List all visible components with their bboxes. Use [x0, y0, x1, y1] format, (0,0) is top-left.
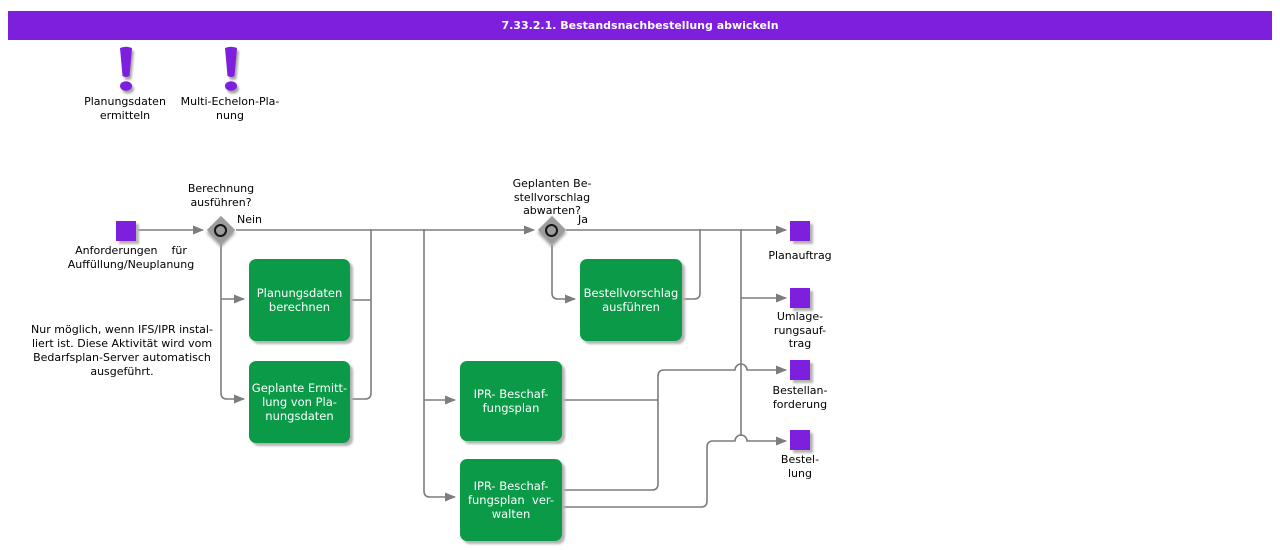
note-text: Nur möglich, wenn IFS/IPR instal- liert … — [31, 323, 213, 378]
output-label-planauftrag: Planauftrag — [768, 249, 832, 262]
activity-geplante-ermittlung[interactable]: Geplante Ermitt- lung von Pla- nungsdate… — [249, 361, 350, 443]
legend-label-multi-echelon-planung[interactable]: Multi-Echelon-Pla- nung — [180, 95, 280, 122]
decision2-question: Geplanten Be- stellvorschlag abwarten? — [512, 177, 592, 217]
gateway-circle-icon — [214, 224, 227, 237]
decision1-question: Berechnung ausführen? — [187, 182, 255, 209]
output-event-bestellung[interactable] — [790, 430, 810, 450]
output-label-bestellanforderung: Bestellan- forderung — [772, 384, 828, 411]
start-event-square[interactable] — [116, 221, 136, 241]
output-event-bestellanforderung[interactable] — [790, 360, 810, 380]
exclamation-icon[interactable] — [111, 45, 141, 95]
output-label-umlagerungsauftrag: Umlage- rungsauf- trag — [773, 310, 827, 350]
output-label-bestellung: Bestel- lung — [780, 453, 820, 480]
decision2-branch-label: Ja — [578, 213, 588, 226]
output-event-planauftrag[interactable] — [790, 221, 810, 241]
flow-arrows — [136, 225, 787, 508]
activity-ipr-beschaffungsplan[interactable]: IPR- Beschaf- fungsplan — [460, 361, 562, 441]
start-event-label: Anforderungen für Auffüllung/Neuplanung — [67, 244, 195, 271]
activity-ipr-beschaffungsplan-verwalten[interactable]: IPR- Beschaf- fungsplan ver- walten — [460, 459, 562, 541]
activity-planungsdaten-berechnen[interactable]: Planungsdaten berechnen — [249, 259, 350, 341]
gateway-circle-icon — [545, 224, 558, 237]
decision1-branch-label: Nein — [237, 213, 263, 226]
exclamation-icon[interactable] — [216, 45, 246, 95]
legend-label-planungsdaten-ermitteln[interactable]: Planungsdaten ermitteln — [84, 95, 166, 122]
page-title: 7.33.2.1. Bestandsnachbestellung abwicke… — [501, 19, 779, 32]
diagram-title-bar: 7.33.2.1. Bestandsnachbestellung abwicke… — [8, 11, 1272, 40]
output-event-umlagerungsauftrag[interactable] — [790, 288, 810, 308]
activity-bestellvorschlag-ausfuehren[interactable]: Bestellvorschlag ausführen — [580, 259, 682, 341]
